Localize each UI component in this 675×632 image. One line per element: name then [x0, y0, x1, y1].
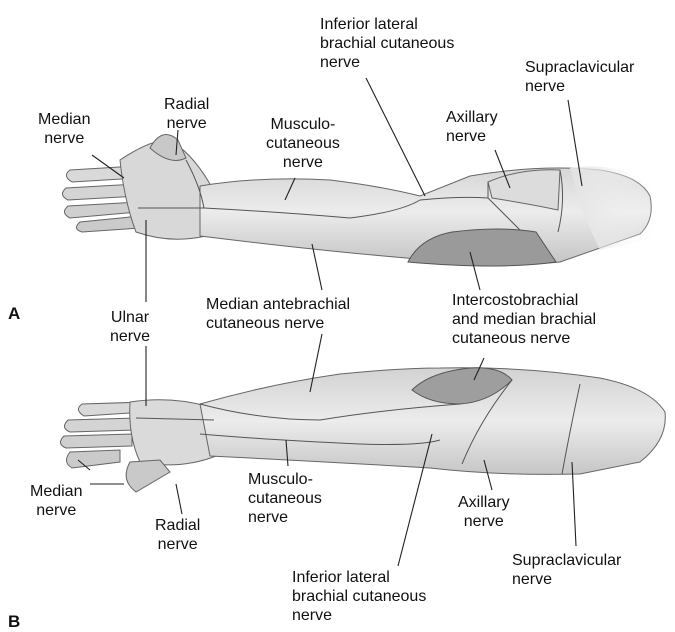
panel-letter-a: A: [8, 304, 20, 324]
arm-b-thumb: [126, 460, 170, 492]
arm-b-finger: [66, 450, 120, 468]
label-a-radial-nerve: Radial nerve: [164, 95, 209, 133]
label-b-musculocutaneous-nerve: Musculo- cutaneous nerve: [248, 470, 322, 527]
label-a-inferior-lateral-brachial-cutaneous-nerve: Inferior lateral brachial cutaneous nerv…: [320, 15, 454, 72]
label-b-axillary-nerve: Axillary nerve: [458, 493, 510, 531]
label-b-radial-nerve: Radial nerve: [155, 516, 200, 554]
arm-a: [62, 135, 663, 266]
label-a-intercostobrachial-and-median-brachial-cutaneous-nerve: Intercostobrachial and median brachial c…: [452, 291, 596, 348]
label-a-musculocutaneous-nerve: Musculo- cutaneous nerve: [266, 115, 340, 172]
label-a-supraclavicular-nerve: Supraclavicular nerve: [525, 58, 634, 96]
label-b-median-nerve: Median nerve: [30, 482, 82, 520]
label-a-median-nerve: Median nerve: [38, 110, 90, 148]
panel-letter-b: B: [8, 612, 20, 632]
arm-a-finger: [64, 202, 138, 218]
arm-b-finger: [64, 418, 136, 432]
label-a-axillary-nerve: Axillary nerve: [446, 108, 498, 146]
leader-b-radial: [176, 484, 182, 514]
label-a-ulnar-nerve: Ulnar nerve: [110, 308, 150, 346]
arm-b-finger: [60, 434, 132, 448]
arm-a-finger: [76, 216, 140, 232]
label-a-median-antebrachial-cutaneous-nerve: Median antebrachial cutaneous nerve: [206, 295, 350, 333]
leader-a-median-antebrachial: [312, 244, 322, 290]
label-b-supraclavicular-nerve: Supraclavicular nerve: [512, 551, 621, 589]
label-b-inferior-lateral-brachial-cutaneous-nerve: Inferior lateral brachial cutaneous nerv…: [292, 568, 426, 625]
arm-b: [60, 368, 665, 492]
leader-a-inferior-lateral: [366, 78, 425, 196]
